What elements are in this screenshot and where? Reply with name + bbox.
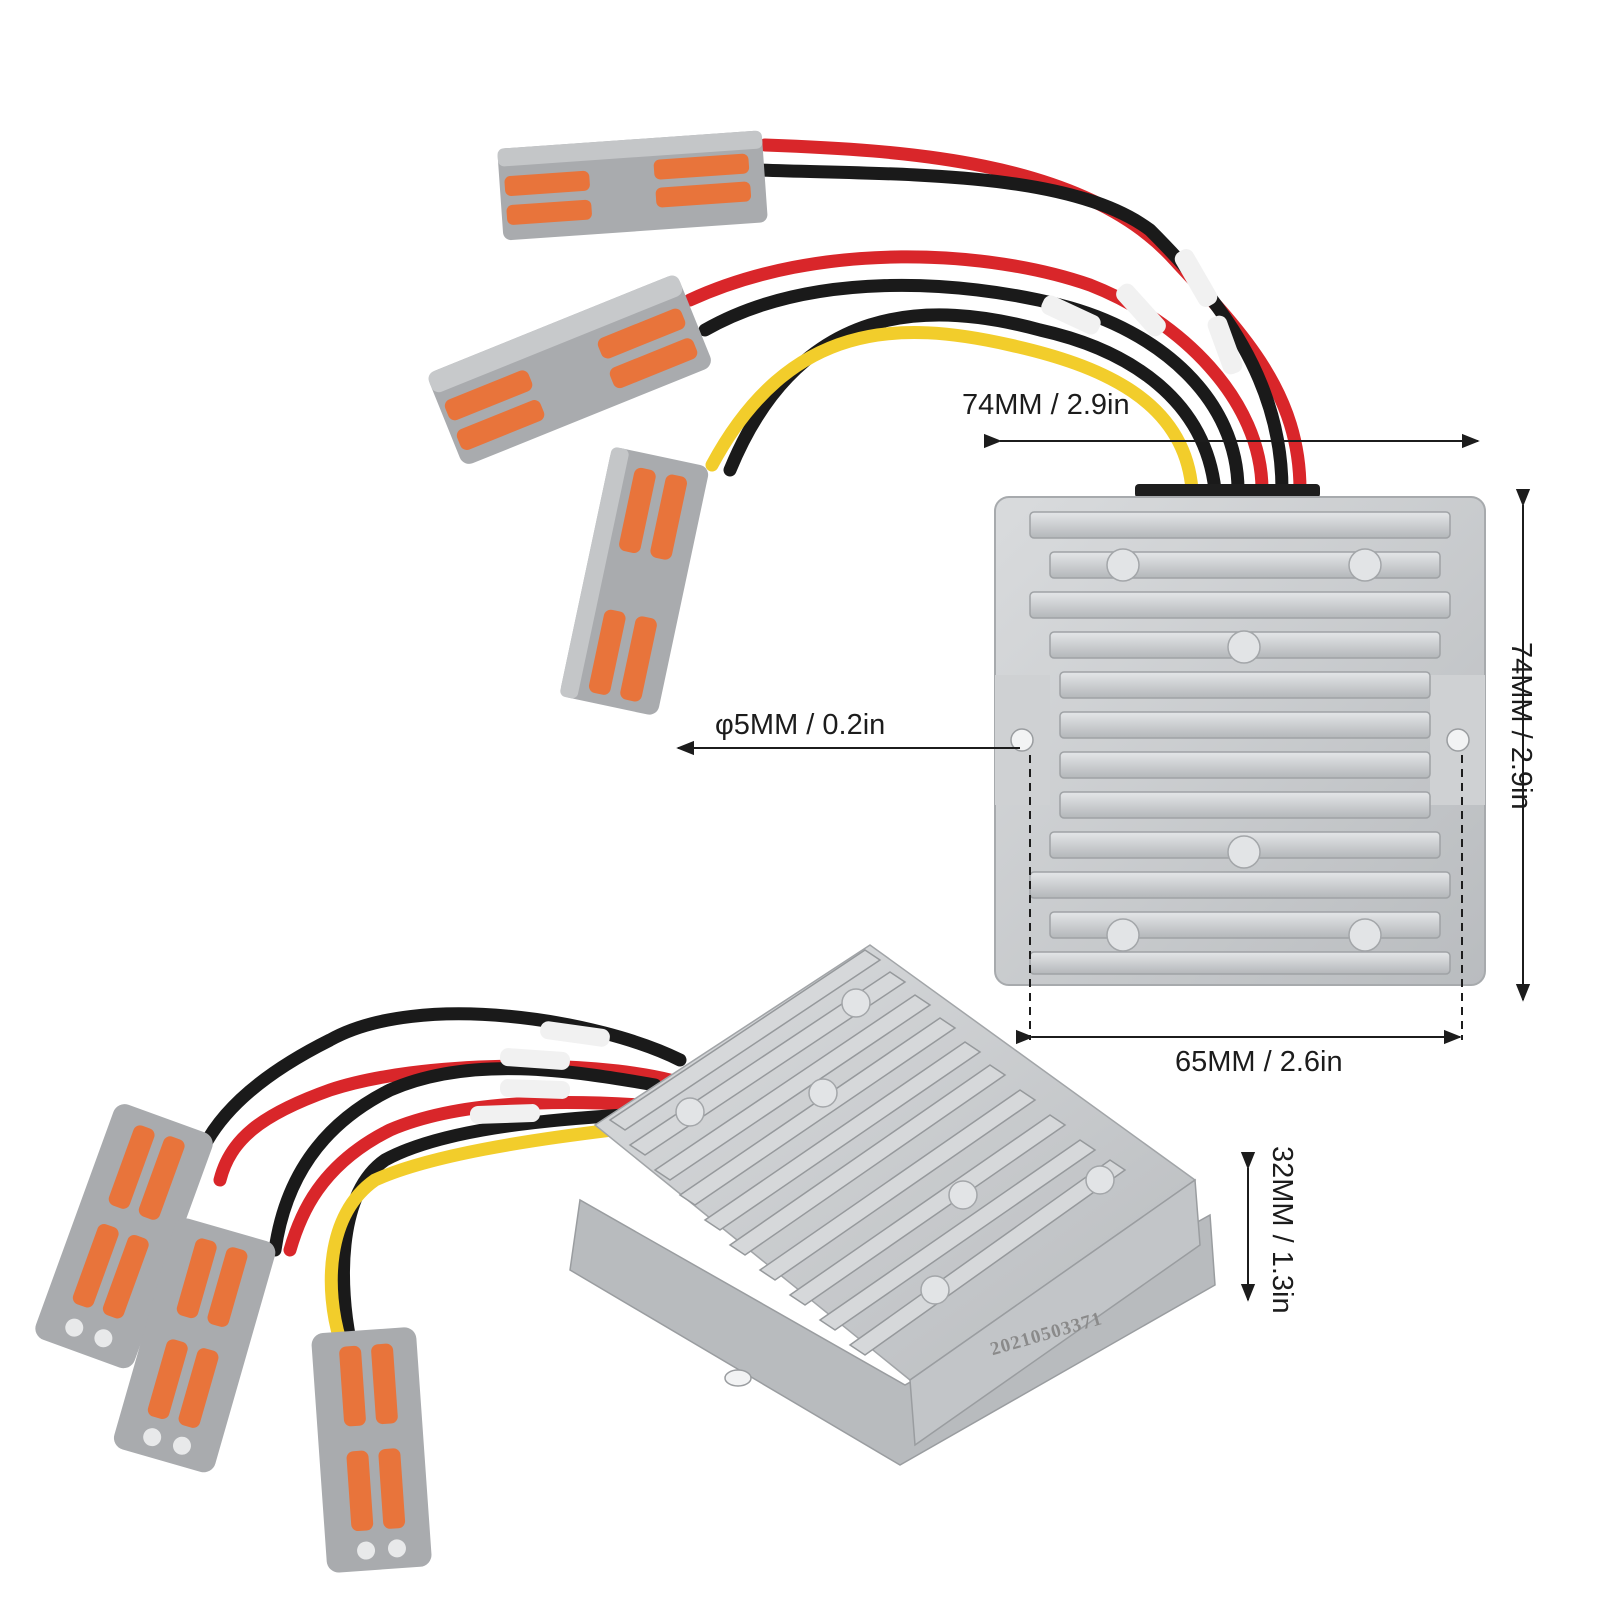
bottom-screw-heads <box>675 988 1115 1305</box>
bottom-heatsink-fins <box>608 949 1127 1356</box>
top-mounting-hole-right <box>1446 728 1470 752</box>
dimension-lines <box>676 433 1531 1302</box>
bottom-wire-labels <box>469 1021 610 1124</box>
bottom-connector-1 <box>35 1104 213 1369</box>
top-connector-1 <box>497 130 768 241</box>
hole-diameter-label: φ5MM / 0.2in <box>715 709 886 741</box>
top-mounting-hole-left <box>1010 728 1034 752</box>
bottom-connector-2 <box>113 1218 276 1473</box>
bottom-connector-3 <box>311 1327 432 1573</box>
top-heatsink-body <box>994 496 1486 986</box>
bottom-heatsink-body <box>569 944 1216 1466</box>
top-connector-3 <box>560 447 709 715</box>
top-screw-heads <box>1106 548 1382 952</box>
bottom-width-label: 65MM / 2.6in <box>1175 1046 1343 1078</box>
bottom-mounting-hole <box>724 1369 752 1387</box>
top-wire-bundle <box>683 138 1307 497</box>
top-width-label: 74MM / 2.9in <box>962 389 1130 421</box>
top-wire-labels <box>1041 249 1243 375</box>
bottom-wire-bundle <box>193 1007 687 1347</box>
top-heatsink-fins <box>1029 511 1451 975</box>
top-connector-2 <box>428 275 711 464</box>
top-cable-grommet <box>1135 484 1320 498</box>
height-label: 74MM / 2.9in <box>1505 642 1537 810</box>
thickness-label: 32MM / 1.3in <box>1266 1146 1298 1314</box>
